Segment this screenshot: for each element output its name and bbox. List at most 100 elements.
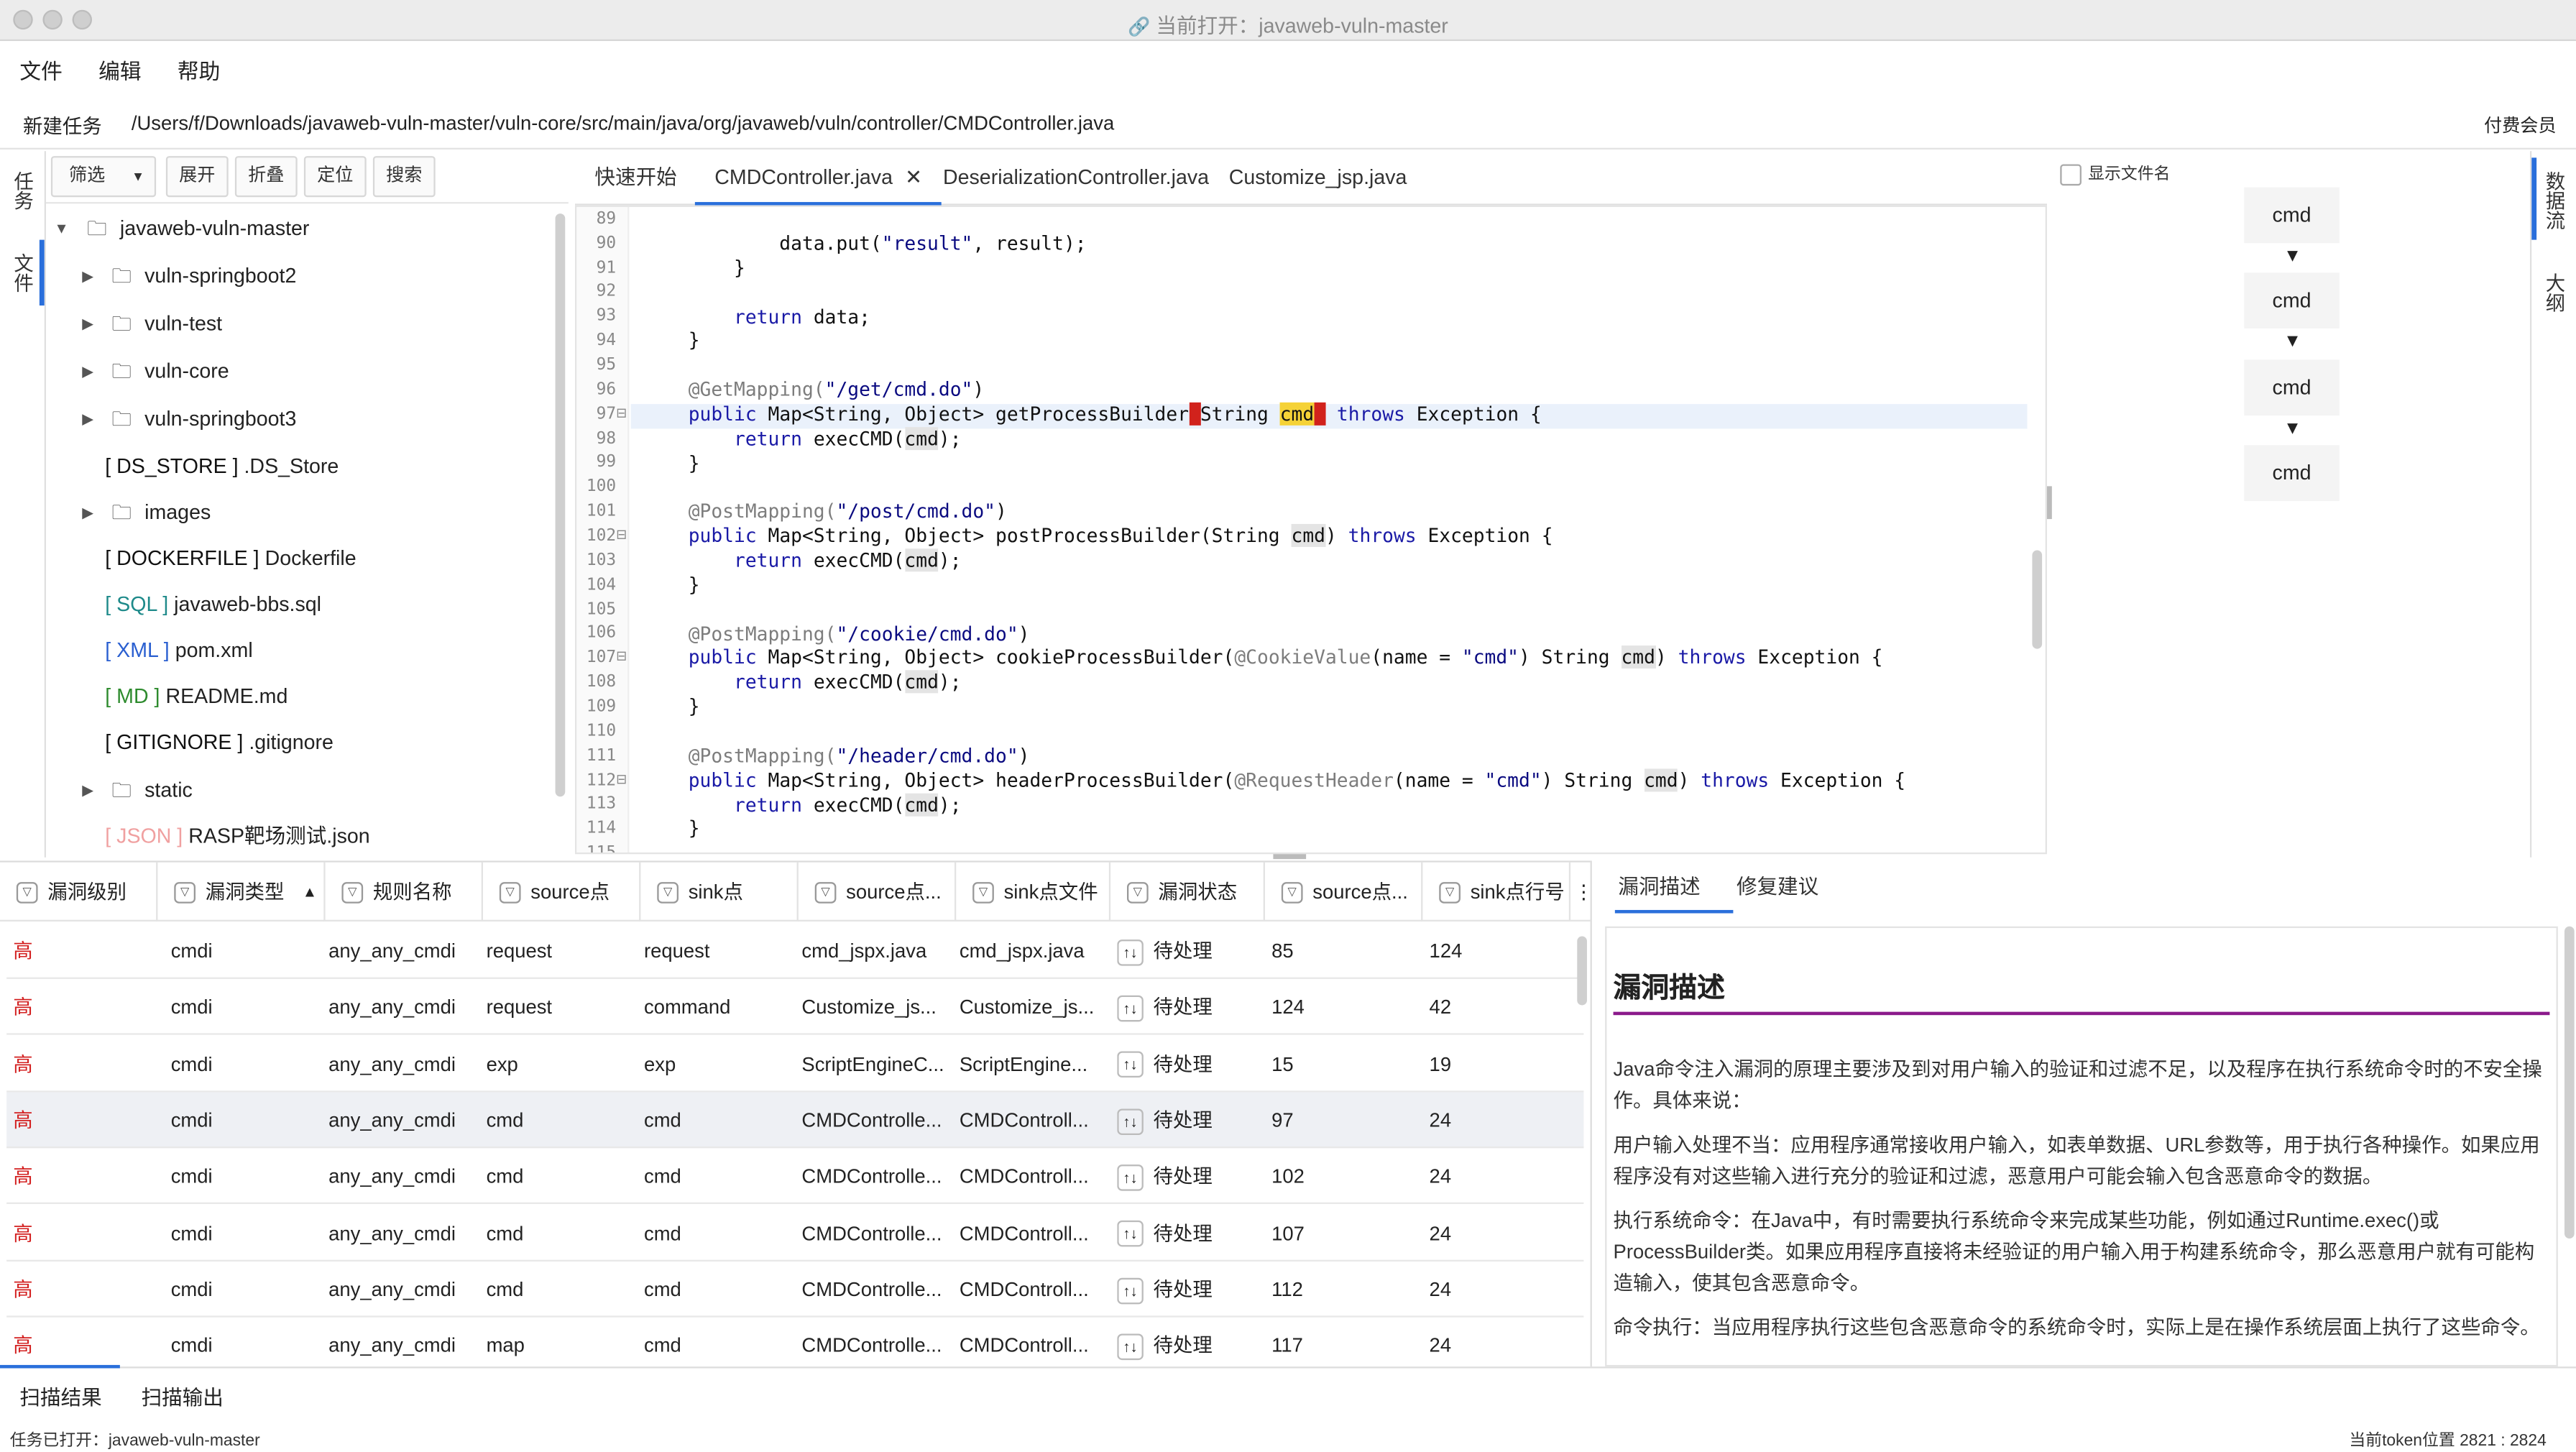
column-header[interactable]: ▽漏洞类型▲ bbox=[157, 862, 326, 922]
new-task-button[interactable]: 新建任务 bbox=[22, 114, 102, 138]
expand-button[interactable]: 展开 bbox=[165, 156, 229, 198]
tree-item[interactable]: [ SQL ] javaweb-bbs.sql bbox=[105, 592, 322, 616]
status-toggle-icon[interactable]: ↑↓ bbox=[1117, 1108, 1144, 1135]
filter-icon[interactable]: ▽ bbox=[657, 882, 678, 904]
fold-icon[interactable]: ⊟ bbox=[616, 771, 627, 787]
column-header[interactable]: ▽漏洞级别 bbox=[0, 862, 158, 922]
flow-node[interactable]: cmd bbox=[2244, 272, 2340, 329]
tree-item[interactable]: ▶ 🗀 static bbox=[46, 771, 569, 810]
filter-icon[interactable]: ▽ bbox=[174, 882, 196, 904]
tab-quick-start[interactable]: 快速开始 bbox=[594, 165, 677, 189]
tree-item[interactable]: [ GITIGNORE ] .gitignore bbox=[105, 730, 334, 754]
tab-deserialization[interactable]: DeserializationController.java bbox=[942, 165, 1210, 189]
more-icon[interactable]: ⋮ bbox=[1574, 881, 1591, 904]
status-toggle-icon[interactable]: ↑↓ bbox=[1117, 1221, 1144, 1248]
editor-scrollbar[interactable] bbox=[2032, 550, 2043, 649]
fold-icon[interactable]: ⊟ bbox=[616, 527, 627, 543]
tree-item[interactable]: [ DS_STORE ] .DS_Store bbox=[105, 454, 339, 478]
collapse-button[interactable]: 折叠 bbox=[234, 156, 298, 198]
menu-file[interactable]: 文件 bbox=[19, 59, 63, 84]
description-scrollbar[interactable] bbox=[2564, 926, 2575, 1239]
tab-cmdcontroller[interactable]: CMDController.java ✕ bbox=[694, 151, 942, 206]
minimize-window-button[interactable] bbox=[42, 9, 63, 30]
tree-root[interactable]: ▼ 🗀 javaweb-vuln-master bbox=[46, 208, 569, 248]
fold-icon[interactable]: ⊟ bbox=[616, 648, 627, 664]
checkbox[interactable] bbox=[2060, 164, 2082, 185]
status-toggle-icon[interactable]: ↑↓ bbox=[1117, 1164, 1144, 1191]
show-filename-option[interactable]: 显示文件名 bbox=[2060, 160, 2170, 185]
tab-dataflow[interactable]: 数据流 bbox=[2543, 170, 2567, 230]
caret-right-icon[interactable]: ▶ bbox=[82, 781, 94, 799]
code-editor[interactable]: 89 90 91 92 93 94 95 96 97 98 99 100 101… bbox=[574, 205, 2047, 855]
caret-right-icon[interactable]: ▶ bbox=[82, 363, 94, 380]
menu-help[interactable]: 帮助 bbox=[177, 59, 221, 84]
filter-icon[interactable]: ▽ bbox=[16, 882, 38, 904]
tab-vuln-description[interactable]: 漏洞描述 bbox=[1614, 860, 1734, 914]
caret-down-icon[interactable]: ▼ bbox=[54, 220, 69, 237]
tree-scrollbar[interactable] bbox=[555, 213, 566, 797]
flow-node[interactable]: cmd bbox=[2244, 445, 2340, 501]
column-header[interactable]: ▽source点... bbox=[1265, 862, 1423, 922]
column-header[interactable]: ▽sink点 bbox=[640, 862, 799, 922]
tree-item[interactable]: [ DOCKERFILE ] Dockerfile bbox=[105, 546, 356, 570]
member-button[interactable]: 付费会员 bbox=[2483, 116, 2557, 137]
flow-node[interactable]: cmd bbox=[2244, 187, 2340, 244]
table-scrollbar[interactable] bbox=[1577, 936, 1587, 1006]
caret-right-icon[interactable]: ▶ bbox=[82, 504, 94, 521]
filter-icon[interactable]: ▽ bbox=[341, 882, 364, 904]
tab-files[interactable]: 文件 bbox=[11, 252, 34, 293]
flow-node[interactable]: cmd bbox=[2244, 359, 2340, 416]
column-header[interactable]: ▽sink点文件 bbox=[956, 862, 1111, 922]
locate-button[interactable]: 定位 bbox=[303, 156, 367, 198]
filter-icon[interactable]: ▽ bbox=[1126, 882, 1149, 904]
close-window-button[interactable] bbox=[13, 9, 33, 30]
caret-right-icon[interactable]: ▶ bbox=[82, 315, 94, 332]
tab-outline[interactable]: 大纲 bbox=[2543, 272, 2567, 313]
status-toggle-icon[interactable]: ↑↓ bbox=[1117, 996, 1144, 1022]
maximize-window-button[interactable] bbox=[72, 9, 92, 30]
search-button[interactable]: 搜索 bbox=[372, 156, 436, 198]
close-icon[interactable]: ✕ bbox=[905, 165, 923, 189]
tree-item[interactable]: [ JSON ] RASP靶场测试.json bbox=[105, 824, 370, 848]
filter-icon[interactable]: ▽ bbox=[1439, 882, 1460, 904]
tab-scan-results[interactable]: 扫描结果 bbox=[19, 1386, 102, 1410]
menu-edit[interactable]: 编辑 bbox=[98, 59, 142, 84]
column-header[interactable]: ▽source点 bbox=[483, 862, 641, 922]
pane-splitter[interactable] bbox=[2046, 486, 2052, 520]
tab-tasks[interactable]: 任务 bbox=[11, 170, 34, 211]
column-header[interactable]: ▽source点... bbox=[799, 862, 957, 922]
status-toggle-icon[interactable]: ↑↓ bbox=[1117, 1052, 1144, 1078]
pane-splitter[interactable] bbox=[1273, 854, 1307, 860]
column-header[interactable]: ▽漏洞状态 bbox=[1110, 862, 1265, 922]
tree-item[interactable]: ▶ 🗀 vuln-springboot2 bbox=[46, 256, 569, 295]
tree-item[interactable]: ▶ 🗀 vuln-test bbox=[46, 304, 569, 344]
fold-icon[interactable]: ⊟ bbox=[616, 405, 627, 421]
tree-item[interactable]: [ XML ] pom.xml bbox=[105, 638, 253, 662]
tree-item[interactable]: [ MD ] README.md bbox=[105, 684, 288, 708]
filter-icon[interactable]: ▽ bbox=[814, 882, 837, 904]
tree-item[interactable]: ▶ 🗀 images bbox=[46, 493, 569, 533]
column-header[interactable]: ▽规则名称 bbox=[326, 862, 483, 922]
status-toggle-icon[interactable]: ↑↓ bbox=[1117, 1333, 1144, 1360]
caret-right-icon[interactable]: ▶ bbox=[82, 410, 94, 428]
tab-scan-output[interactable]: 扫描输出 bbox=[141, 1386, 224, 1410]
tab-customize-jsp[interactable]: Customize_jsp.java bbox=[1228, 165, 1407, 189]
filter-icon[interactable]: ▽ bbox=[1281, 882, 1303, 904]
tree-item[interactable]: ▶ 🗀 vuln-core bbox=[46, 351, 569, 391]
status-toggle-icon[interactable]: ↑↓ bbox=[1117, 939, 1144, 966]
filter-icon[interactable]: ▽ bbox=[972, 882, 994, 904]
filter-select[interactable]: 筛选▼ bbox=[50, 156, 157, 198]
tab-fix-suggestion[interactable]: 修复建议 bbox=[1736, 875, 1819, 899]
status-toggle-icon[interactable]: ↑↓ bbox=[1117, 1277, 1144, 1304]
tree-item[interactable]: ▶ 🗀 vuln-springboot3 bbox=[46, 399, 569, 438]
caret-right-icon[interactable]: ▶ bbox=[82, 267, 94, 285]
filter-icon[interactable]: ▽ bbox=[499, 882, 521, 904]
